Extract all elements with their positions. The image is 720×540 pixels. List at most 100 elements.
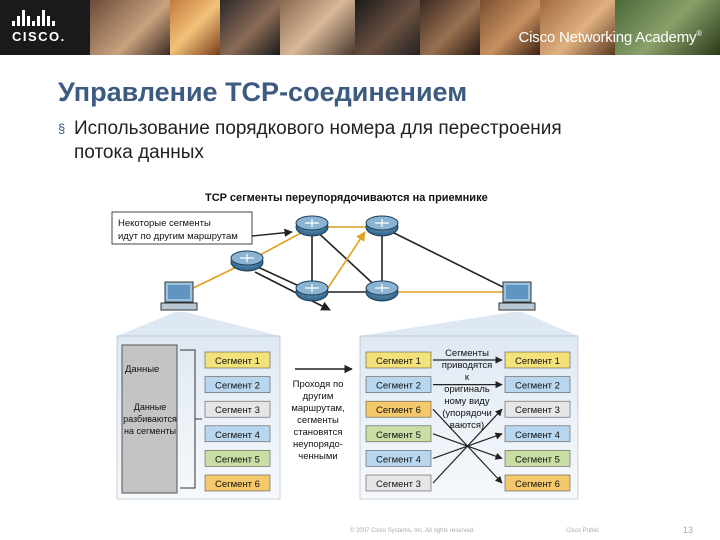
sender-segment-label: Сегмент 1 bbox=[215, 356, 260, 367]
received-segment-box bbox=[365, 474, 432, 492]
receiver-zoom-beam bbox=[360, 312, 578, 336]
received-segment-label: Сегмент 2 bbox=[376, 381, 421, 392]
reorder-label-line: ному виду bbox=[444, 396, 489, 407]
sender-segment-label: Сегмент 4 bbox=[215, 430, 260, 441]
banner-photo-6 bbox=[420, 0, 480, 55]
banner-photo-8 bbox=[540, 0, 615, 55]
router-icon bbox=[295, 215, 329, 237]
banner-photo-1 bbox=[90, 0, 170, 55]
academy-brand: Cisco Networking Academy® bbox=[518, 29, 703, 46]
ordered-segment-label: Сегмент 5 bbox=[515, 454, 560, 465]
cisco-logo-text: CISCO. bbox=[12, 29, 66, 44]
router-icon bbox=[365, 215, 399, 237]
received-segment-label: Сегмент 6 bbox=[376, 405, 421, 416]
callout-pointer bbox=[251, 228, 293, 237]
callout-line-2: идут по другим маршрутам bbox=[118, 231, 238, 242]
ordered-segment-box bbox=[504, 376, 571, 393]
transit-label-line: ченными bbox=[298, 451, 337, 462]
received-segment-box bbox=[365, 425, 432, 443]
received-segment-box bbox=[365, 351, 432, 369]
router-icon bbox=[230, 250, 264, 272]
cisco-bars-icon bbox=[12, 10, 66, 26]
receiver-computer-icon bbox=[498, 281, 536, 311]
slide-title: Управление TCP-соединением bbox=[58, 77, 468, 107]
banner-photo-3 bbox=[220, 0, 280, 55]
sender-zoom-beam bbox=[117, 312, 280, 336]
data-block bbox=[121, 344, 178, 494]
academy-mark: ® bbox=[696, 29, 702, 38]
ordered-segment-label: Сегмент 6 bbox=[515, 479, 560, 490]
ordered-segment-label: Сегмент 3 bbox=[515, 405, 560, 416]
reorder-arrow bbox=[432, 408, 503, 484]
header-banner: CISCO. Cisco Networking Academy® bbox=[0, 0, 720, 55]
diagram-caption: TCP сегменты переупорядочиваются на прие… bbox=[205, 192, 488, 204]
banner-photo-5 bbox=[355, 0, 420, 55]
router-icon bbox=[365, 280, 399, 302]
banner-photo-2 bbox=[170, 0, 220, 55]
cisco-logo[interactable]: CISCO. bbox=[12, 10, 66, 44]
transit-label-line: сегменты bbox=[297, 415, 339, 426]
bullet-text: Использование порядкового номера для пер… bbox=[74, 118, 562, 163]
sender-segment-box bbox=[204, 450, 271, 467]
ordered-segment-box bbox=[504, 351, 571, 369]
sender-segment-label: Сегмент 2 bbox=[215, 381, 260, 392]
transit-label-line: маршрутам, bbox=[291, 403, 344, 414]
banner-photo-4 bbox=[280, 0, 355, 55]
reorder-label-line: Сегменты bbox=[445, 348, 489, 359]
ordered-segment-label: Сегмент 1 bbox=[515, 356, 560, 367]
sender-segment-box bbox=[204, 425, 271, 443]
transit-label-line: другим bbox=[303, 391, 334, 402]
split-bracket bbox=[180, 349, 202, 489]
footer-copyright: © 2007 Cisco Systems, Inc. All rights re… bbox=[350, 528, 475, 534]
ordered-segment-label: Сегмент 4 bbox=[515, 430, 560, 441]
router-icon bbox=[295, 280, 329, 302]
split-label-2: разбиваются bbox=[123, 414, 177, 424]
split-label-3: на сегменты bbox=[124, 426, 176, 436]
received-segment-box bbox=[365, 400, 432, 418]
transit-label: Проходя подругиммаршрутам,сегментыстанов… bbox=[291, 379, 344, 462]
callout-box bbox=[111, 211, 253, 245]
ordered-segments: Сегмент 1 Сегмент 2 Сегмент 3 Сегмент 4 Сегм… bbox=[504, 351, 571, 492]
received-segment-box bbox=[365, 376, 432, 393]
bullet-mark: § bbox=[58, 121, 66, 136]
transit-label-line: неупорядо- bbox=[293, 439, 343, 450]
ordered-segment-box bbox=[504, 474, 571, 492]
transit-label-line: Проходя по bbox=[293, 379, 344, 390]
ordered-segment-box bbox=[504, 400, 571, 418]
received-segment-label: Сегмент 5 bbox=[376, 430, 421, 441]
reorder-arrows bbox=[432, 356, 503, 484]
sender-segments: Сегмент 1 Сегмент 2 Сегмент 3 Сегмент 4 Сегм… bbox=[204, 351, 271, 492]
reorder-label-line: приводятся bbox=[442, 360, 493, 371]
ordered-segment-box bbox=[504, 425, 571, 443]
transit-label-line: становятся bbox=[293, 427, 342, 438]
sender-segment-box bbox=[204, 474, 271, 492]
reorder-label-line: (упорядочи bbox=[442, 408, 492, 419]
received-segment-label: Сегмент 3 bbox=[376, 479, 421, 490]
sender-segment-label: Сегмент 3 bbox=[215, 405, 260, 416]
ordered-segment-box bbox=[504, 450, 571, 467]
received-segment-label: Сегмент 1 bbox=[376, 356, 421, 367]
academy-text: Cisco Networking Academy bbox=[518, 29, 697, 46]
footer-classification: Cisco Public bbox=[566, 528, 600, 534]
sender-segment-box bbox=[204, 400, 271, 418]
reorder-label-line: оригиналь bbox=[444, 384, 490, 395]
page-number: 13 bbox=[683, 525, 694, 535]
split-label-1: Данные bbox=[134, 402, 167, 412]
received-segment-label: Сегмент 4 bbox=[376, 454, 421, 465]
banner-photo-7 bbox=[480, 0, 540, 55]
data-label: Данные bbox=[125, 364, 159, 375]
reorder-label-line: к bbox=[465, 372, 470, 383]
sender-segment-box bbox=[204, 376, 271, 393]
callout-line-1: Некоторые сегменты bbox=[118, 218, 211, 229]
bullet-point: § Использование порядкового номера для п… bbox=[58, 117, 618, 165]
reorder-label-line: ваются) bbox=[450, 420, 484, 431]
sender-segment-box bbox=[204, 351, 271, 369]
banner-photo-9 bbox=[615, 0, 720, 55]
ordered-segment-label: Сегмент 2 bbox=[515, 381, 560, 392]
sender-segment-label: Сегмент 6 bbox=[215, 479, 260, 490]
sender-computer-icon bbox=[160, 281, 198, 311]
received-segments: Сегмент 1 Сегмент 2 Сегмент 6 Сегмент 5 Сегм… bbox=[365, 351, 432, 492]
received-segment-box bbox=[365, 450, 432, 467]
